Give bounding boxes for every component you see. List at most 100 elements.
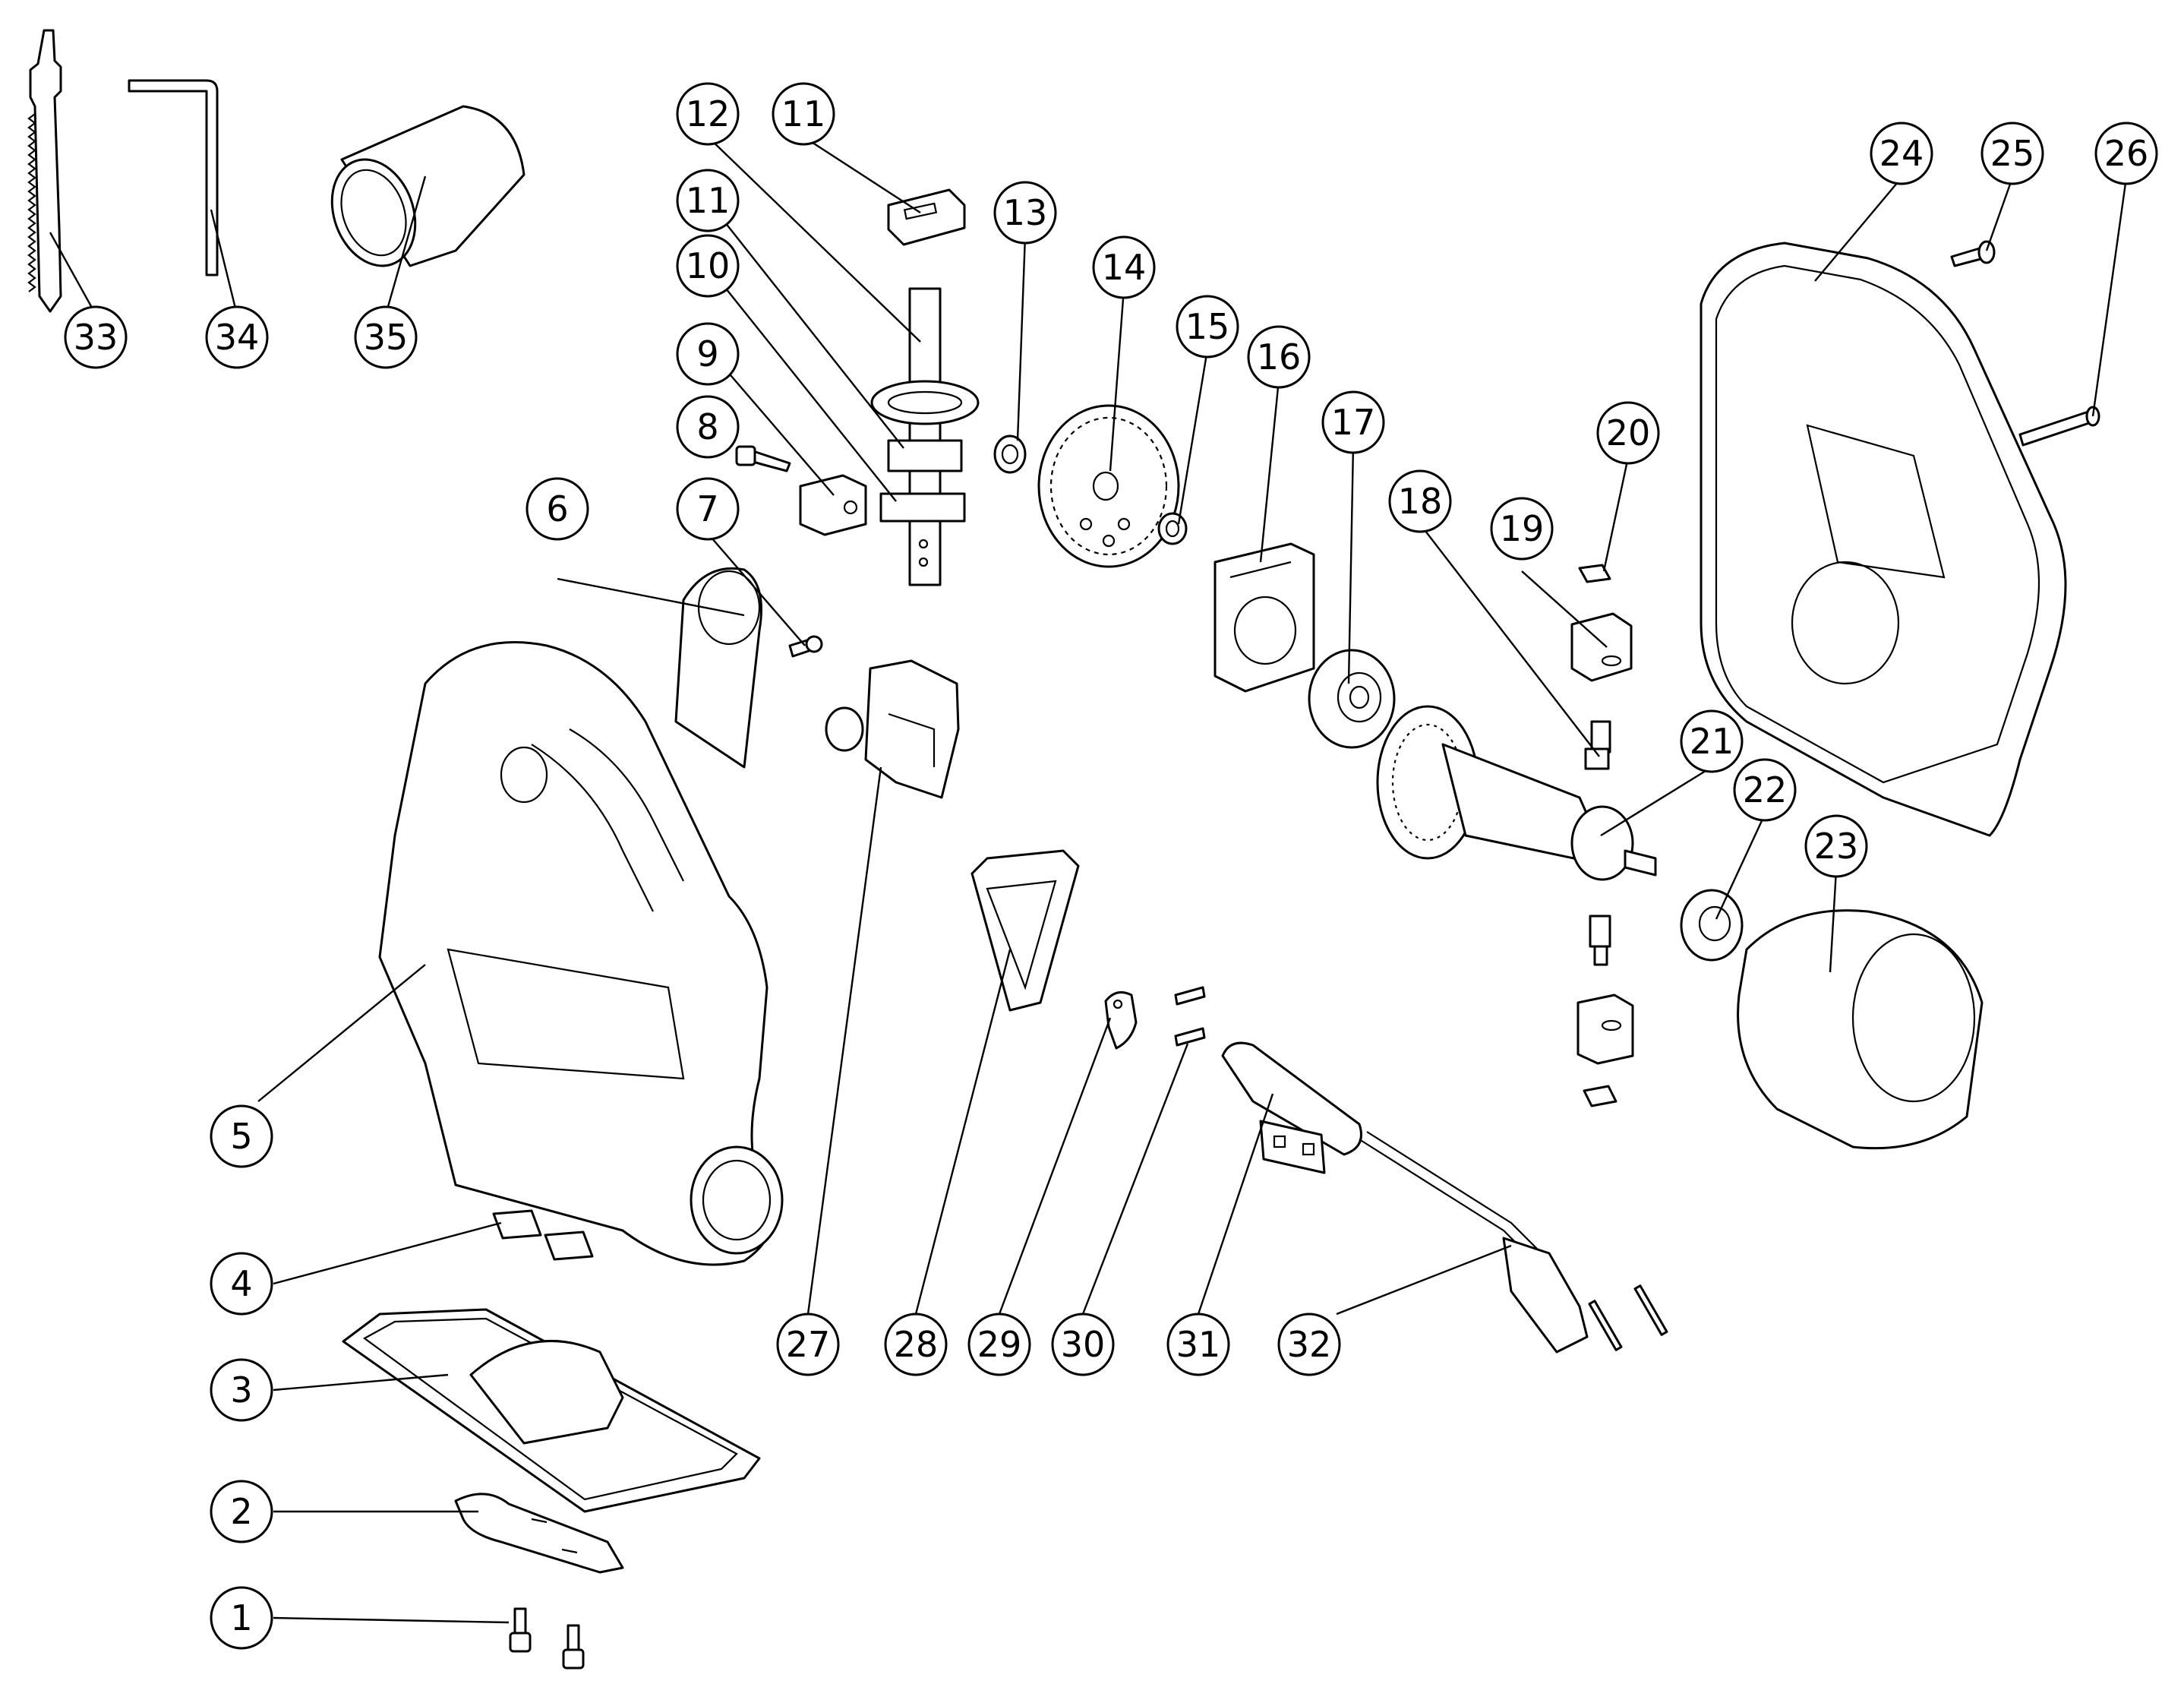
- svg-text:25: 25: [1990, 133, 2035, 174]
- brush-assembly-lower-drawing: [1576, 915, 1634, 1107]
- saw-blade-drawing: [27, 29, 62, 313]
- svg-text:33: 33: [74, 317, 118, 358]
- svg-text:15: 15: [1185, 306, 1230, 347]
- stator-23-drawing: [1737, 909, 1984, 1150]
- callout-32: 32: [1277, 1313, 1341, 1376]
- svg-text:31: 31: [1176, 1324, 1221, 1365]
- svg-text:7: 7: [696, 488, 718, 529]
- bearing-22-drawing: [1680, 889, 1744, 962]
- svg-text:14: 14: [1102, 247, 1147, 288]
- bushing-13-drawing: [993, 434, 1027, 474]
- cable-guard-31-drawing: [1221, 1041, 1362, 1174]
- svg-text:18: 18: [1398, 481, 1443, 522]
- callout-20: 20: [1596, 401, 1660, 465]
- bearing-17-drawing: [1308, 649, 1396, 749]
- callout-15: 15: [1176, 295, 1239, 359]
- plates-4-drawing: [492, 1209, 594, 1261]
- screw-8-drawing: [735, 445, 791, 472]
- screw-7-drawing: [788, 635, 823, 658]
- screws-30-drawing: [1174, 986, 1206, 1047]
- armature-21-drawing: [1376, 705, 1657, 881]
- svg-text:16: 16: [1257, 336, 1302, 378]
- callout-10: 10: [676, 234, 740, 298]
- svg-text:26: 26: [2104, 133, 2149, 174]
- callout-33: 33: [64, 305, 128, 369]
- svg-text:20: 20: [1606, 412, 1651, 453]
- callout-30: 30: [1051, 1313, 1115, 1376]
- main-housing-5-drawing: [378, 641, 784, 1266]
- washer-15-drawing: [1157, 512, 1188, 545]
- callout-4: 4: [210, 1252, 273, 1316]
- dust-adapter-drawing: [330, 105, 525, 267]
- brush-holder-18-drawing: [1584, 720, 1611, 770]
- callout-7: 7: [676, 477, 740, 541]
- brush-holder-19-drawing: [1570, 612, 1633, 682]
- callout-12: 12: [676, 82, 740, 146]
- plunger-rod-drawing: [870, 287, 980, 586]
- svg-text:8: 8: [696, 406, 718, 447]
- gear-14-drawing: [1037, 404, 1180, 568]
- callout-35: 35: [354, 305, 418, 369]
- svg-text:5: 5: [230, 1116, 252, 1157]
- svg-text:24: 24: [1879, 133, 1924, 174]
- callout-11-lower: 11: [676, 169, 740, 232]
- svg-text:2: 2: [230, 1491, 252, 1532]
- roller-holder-27-drawing: [825, 659, 960, 799]
- svg-text:9: 9: [696, 333, 718, 374]
- callout-34: 34: [205, 305, 269, 369]
- callout-19: 19: [1490, 497, 1554, 561]
- callout-27: 27: [776, 1313, 840, 1376]
- svg-text:1: 1: [230, 1597, 252, 1638]
- callout-18: 18: [1388, 469, 1452, 533]
- callout-25: 25: [1980, 122, 2044, 185]
- svg-text:17: 17: [1331, 402, 1376, 443]
- plate-20-drawing: [1578, 564, 1611, 583]
- svg-text:3: 3: [230, 1370, 252, 1411]
- callout-24: 24: [1870, 122, 1933, 185]
- callout-13: 13: [993, 181, 1057, 245]
- svg-text:6: 6: [546, 488, 568, 529]
- callout-14: 14: [1092, 235, 1156, 299]
- callout-3: 3: [210, 1358, 273, 1422]
- svg-text:28: 28: [894, 1324, 939, 1365]
- svg-text:23: 23: [1814, 826, 1859, 867]
- callout-31: 31: [1166, 1313, 1230, 1376]
- callout-23: 23: [1804, 814, 1868, 878]
- svg-text:27: 27: [786, 1324, 831, 1365]
- callout-29: 29: [967, 1313, 1031, 1376]
- screws-1-drawing: [509, 1607, 585, 1670]
- svg-text:22: 22: [1743, 769, 1788, 810]
- callout-6: 6: [525, 477, 589, 541]
- guide-block-top-drawing: [887, 188, 966, 246]
- callout-22: 22: [1733, 758, 1797, 822]
- svg-text:11: 11: [781, 93, 826, 134]
- clamp-2-drawing: [454, 1493, 624, 1574]
- screw-25-drawing: [1950, 240, 1996, 267]
- base-plate-3-drawing: [342, 1308, 761, 1513]
- svg-text:35: 35: [364, 317, 409, 358]
- svg-text:29: 29: [977, 1324, 1022, 1365]
- callout-8: 8: [676, 395, 740, 459]
- svg-text:4: 4: [230, 1263, 252, 1304]
- svg-text:11: 11: [686, 180, 731, 221]
- leader-lines: [49, 135, 2128, 1624]
- callout-21: 21: [1680, 709, 1744, 773]
- callout-9: 9: [676, 322, 740, 386]
- housing-half-24-drawing: [1700, 242, 2067, 837]
- guide-block-9-drawing: [799, 474, 867, 536]
- hex-key-drawing: [128, 79, 219, 276]
- svg-text:30: 30: [1061, 1324, 1106, 1365]
- counterweight-6-drawing: [674, 567, 762, 769]
- screw-26-drawing: [2018, 406, 2100, 447]
- callout-16: 16: [1247, 325, 1311, 389]
- power-cord-32-drawing: [1359, 1131, 1668, 1354]
- svg-text:34: 34: [215, 317, 260, 358]
- svg-text:12: 12: [686, 93, 731, 134]
- callout-28: 28: [884, 1313, 948, 1376]
- svg-text:13: 13: [1003, 192, 1048, 233]
- svg-text:21: 21: [1690, 721, 1734, 762]
- callout-2: 2: [210, 1480, 273, 1543]
- cable-clamp-29-drawing: [1104, 990, 1138, 1050]
- callout-17: 17: [1321, 390, 1385, 454]
